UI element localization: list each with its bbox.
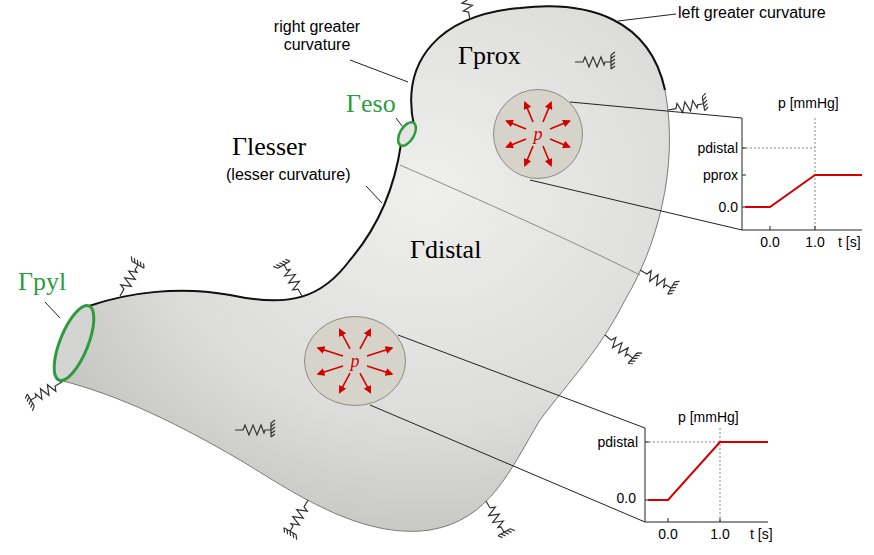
pressure-arrow <box>367 348 392 356</box>
pressure-patch: p <box>303 315 407 407</box>
pressure-arrow <box>507 139 526 147</box>
pressure-arrow <box>543 146 551 165</box>
tick-label: 0.0 <box>658 527 677 541</box>
pressure-arrow <box>360 330 370 349</box>
tick-label: pdistal <box>698 141 738 155</box>
tick-label: 0.0 <box>617 491 636 505</box>
pressure-arrow <box>550 139 569 147</box>
pressure-chart-prox <box>742 118 862 230</box>
curvature-label: (lesser curvature) <box>226 166 350 184</box>
axis-title: p [mmHg] <box>678 410 739 424</box>
tick-label: 0.0 <box>760 235 779 249</box>
tick-label: pdistal <box>598 435 638 449</box>
axis-title: p [mmHg] <box>778 96 839 110</box>
boundary-label: Γprox <box>458 42 521 71</box>
pressure-arrow <box>340 330 350 349</box>
axis-title: t [s] <box>838 235 861 249</box>
pressure-symbol: p <box>350 352 361 370</box>
boundary-label: Γdistal <box>410 236 481 265</box>
springs <box>24 0 709 540</box>
region-divider <box>400 165 640 275</box>
pressure-chart-distal <box>645 428 768 522</box>
patch-outline <box>494 90 583 179</box>
pressure-symbol: p <box>533 125 544 143</box>
pressure-arrow <box>525 103 533 122</box>
pressure-arrow <box>360 373 370 392</box>
esophagus-outlet <box>394 119 419 149</box>
tick-label: 1.0 <box>805 235 824 249</box>
tick-label: pprox <box>703 168 738 182</box>
pressure-arrow <box>340 373 350 392</box>
pressure-arrow <box>367 366 392 374</box>
pressure-arrow <box>550 121 569 129</box>
boundary-label: Γeso <box>346 90 396 119</box>
patch-outline <box>305 317 406 406</box>
tick-label: 1.0 <box>710 527 729 541</box>
pressure-arrow <box>507 121 526 129</box>
pressure-arrow <box>318 366 343 374</box>
tick-label: 0.0 <box>719 200 738 214</box>
pylorus-outlet <box>46 301 102 386</box>
curvature-label: left greater curvature <box>678 4 826 22</box>
pressure-patch: p <box>492 88 584 180</box>
boundary-label: Γlesser <box>232 133 306 162</box>
pressure-arrow <box>543 103 551 122</box>
curvature-label: right greater curvature <box>261 18 373 55</box>
boundary-label: Γpyl <box>18 268 66 297</box>
axis-title: t [s] <box>750 527 773 541</box>
leader-lines <box>45 14 742 522</box>
stomach-body <box>59 6 669 531</box>
pressure-arrow <box>525 146 533 165</box>
pressure-arrow <box>318 348 343 356</box>
lesser-curvature-line <box>89 144 401 306</box>
